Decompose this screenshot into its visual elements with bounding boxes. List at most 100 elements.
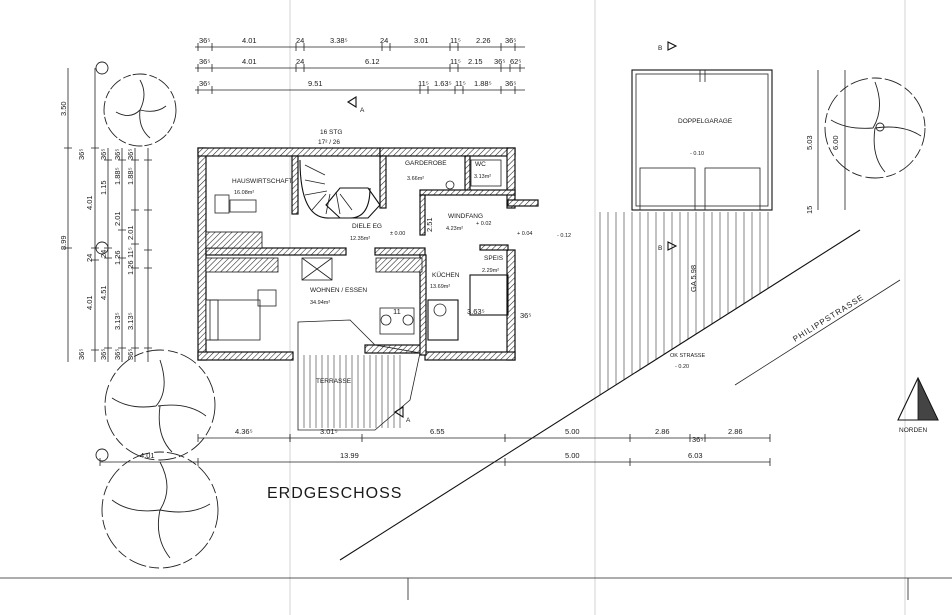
garage-dim-depth: 5.03 (805, 135, 814, 150)
tree-right (824, 77, 926, 179)
dim-left-c3-5: 3.13⁵ (113, 312, 122, 330)
room-wc-area: 3.13m² (474, 174, 491, 180)
garage-dim-wall: 15 (805, 206, 814, 214)
dim-top-3-5: 11⁵ (455, 79, 466, 88)
dim-top-1-2: 4.01 (242, 36, 257, 45)
dim-top-3-4: 1.63⁵ (434, 79, 452, 88)
room-hauswirtschaft-name: HAUSWIRTSCHAFT (232, 178, 293, 185)
tree-top-left (103, 73, 177, 147)
tree-bottom-left (101, 451, 219, 569)
room-diele-name: DIELE EG (352, 223, 382, 230)
dim-bottom-1-4: 5.00 (565, 427, 580, 436)
north-label: NORDEN (899, 427, 927, 434)
stair-ratio: 17² / 26 (318, 139, 340, 146)
room-speis-area: 2.29m² (482, 268, 499, 274)
dim-left-c4-5: 1.26 (126, 260, 135, 275)
street-level-label: OK STRASSE (670, 353, 705, 359)
dim-left-c4-7: 36⁵ (126, 349, 135, 360)
room-windfang-area: 4.23m² (446, 226, 463, 232)
dim-left-c3-1: 36⁵ (113, 149, 122, 160)
dim-top-1-7: 11⁵ (450, 36, 461, 45)
street-level-value: - 0.20 (675, 364, 689, 370)
furniture (209, 159, 502, 341)
dim-top-2-4: 6.12 (365, 57, 380, 66)
dim-top-1-3: 24 (296, 36, 304, 45)
dim-diele-side: 2.51 (425, 217, 434, 232)
room-kuechen-area: 13.69m² (430, 284, 450, 290)
section-a-bottom: A (406, 417, 411, 424)
dim-left-c3-2: 1.88⁵ (113, 167, 122, 185)
room-wc-name: WC (475, 161, 486, 168)
section-b-bottom: B (658, 245, 662, 252)
dim-bottom-2-3: 5.00 (565, 451, 580, 460)
drawing-title: ERDGESCHOSS (267, 485, 402, 502)
dim-top-1-6: 3.01 (414, 36, 429, 45)
dim-bottom-2-1: 4.01 (140, 451, 155, 460)
title-block-border (0, 577, 952, 600)
dim-left-c3-4: 1.26 (113, 250, 122, 265)
staircase: 16 STG 17² / 26 (299, 129, 381, 219)
level-windfang: + 0.02 (476, 221, 491, 227)
dim-top-2-7: 36⁵ (494, 57, 505, 66)
room-garderobe-area: 3.66m² (407, 176, 424, 182)
garage-slope: GA 5.98 (689, 265, 698, 292)
room-wohnen-area: 34.94m² (310, 300, 330, 306)
dim-top-2-8: 62⁵ (510, 57, 521, 66)
dim-top-3-7: 36⁵ (505, 79, 516, 88)
double-garage: DOPPELGARAGE - 0.10 5.03 15 6.00 GA 5.98 (631, 69, 846, 292)
dim-top-1-5: 24 (380, 36, 388, 45)
driveway-hatching (599, 212, 769, 395)
dim-bottom-1-5: 2.86 (655, 427, 670, 436)
dim-top-2-1: 36⁵ (199, 57, 210, 66)
dim-left-c2-5: 36⁵ (99, 349, 108, 360)
dim-left-c2-2: 1.15 (99, 180, 108, 195)
dim-bottom-2-2: 13.99 (340, 451, 359, 460)
house-walls (197, 147, 539, 361)
dim-top-2-3: 24 (296, 57, 304, 66)
dim-bottom-1-1: 4.36⁵ (235, 427, 253, 436)
dim-top-2-6: 2.15 (468, 57, 483, 66)
paper-fold-lines (289, 0, 906, 615)
dim-bottom-1-2: 3.01⁵ (320, 427, 338, 436)
garage-label: DOPPELGARAGE (678, 118, 733, 125)
room-garderobe-name: GARDEROBE (405, 160, 447, 167)
dim-bottom-1-3: 6.55 (430, 427, 445, 436)
dim-top-3-6: 1.88⁵ (474, 79, 492, 88)
room-hauswirtschaft-area: 16.08m² (234, 190, 254, 196)
dim-top-3-3: 11⁵ (418, 79, 429, 88)
terrace (297, 319, 421, 431)
dim-left-outer-2: 8.99 (59, 235, 68, 250)
room-kuechen-name: KÜCHEN (432, 271, 460, 279)
garage-level: - 0.10 (690, 151, 704, 157)
dim-left-c4-3: 2.01 (126, 225, 135, 240)
dim-left-c2-4: 4.51 (99, 285, 108, 300)
dim-left-c1-2: 4.01 (85, 195, 94, 210)
dim-left-c4-2: 1.88⁵ (126, 167, 135, 185)
room-windfang-name: WINDFANG (448, 213, 483, 220)
dim-left-c1-1: 36⁵ (77, 149, 86, 160)
level-outside: - 0.12 (557, 233, 571, 239)
section-a-top: A (360, 107, 365, 114)
dim-left-c1-3: 24 (85, 254, 94, 262)
north-arrow: NORDEN (897, 376, 939, 434)
dim-bottom-2-4: 6.03 (688, 451, 703, 460)
garage-dim-right: 6.00 (831, 135, 840, 150)
tree-small-left (95, 61, 109, 462)
dim-top-3-1: 36⁵ (199, 79, 210, 88)
tree-mid-left (104, 349, 216, 461)
room-speis-name: SPEIS (484, 255, 504, 262)
trees (95, 61, 926, 569)
stair-label: 16 STG (320, 129, 342, 136)
dim-bottom-2-mark: 36⁵ (692, 435, 703, 444)
street-name: PHILIPPSTRASSE (791, 293, 865, 344)
dim-bottom-1-6: 2.86 (728, 427, 743, 436)
dim-left-outer-1: 3.50 (59, 101, 68, 116)
dim-top-2-2: 4.01 (242, 57, 257, 66)
dim-top-3-2: 9.51 (308, 79, 323, 88)
level-entry: + 0.04 (517, 231, 532, 237)
dim-left-c2-1: 36⁵ (99, 149, 108, 160)
dim-top-1-4: 3.38⁵ (330, 36, 348, 45)
level-marks: ± 0.00 + 0.02 + 0.04 - 0.12 3.63⁵ 36⁵ 11… (390, 217, 571, 320)
dim-kitchen-wall: 36⁵ (520, 311, 531, 320)
